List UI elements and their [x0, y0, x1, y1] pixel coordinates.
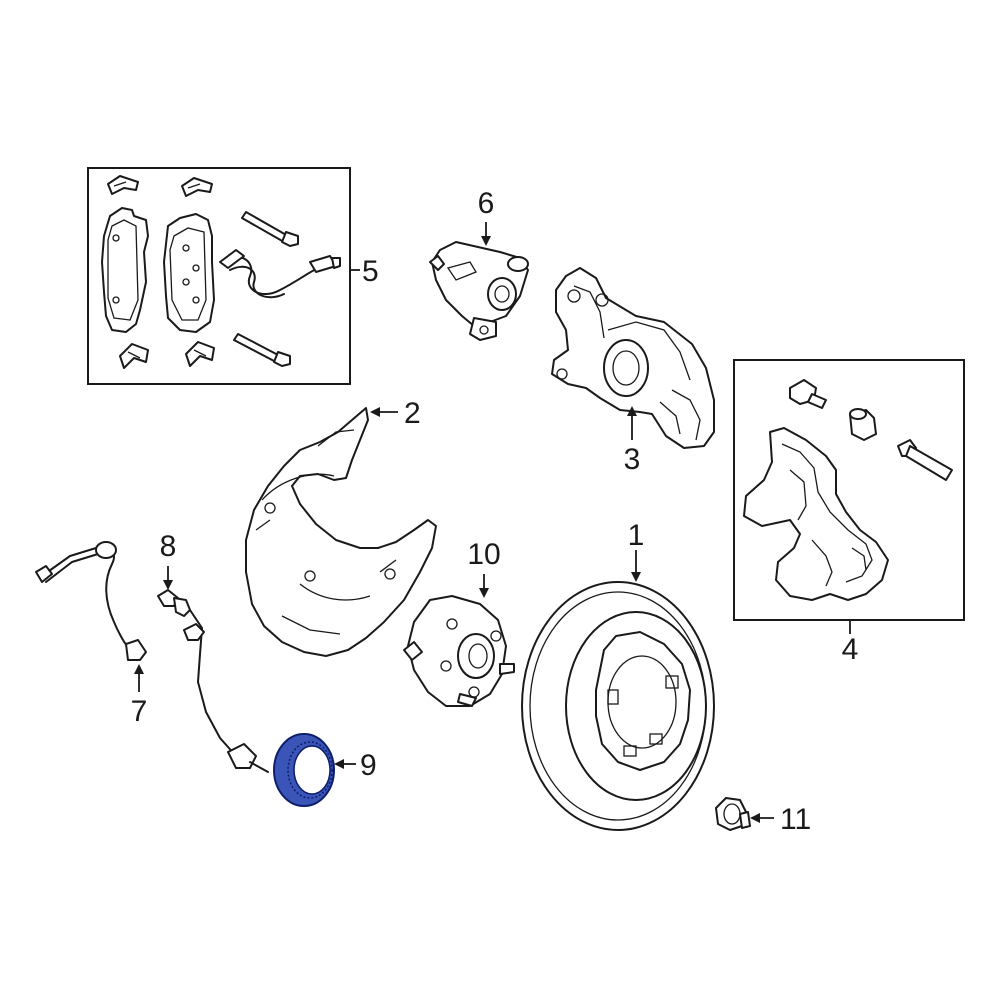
pad-clip-top-right — [181, 177, 213, 197]
pad-kit-group[interactable] — [87, 167, 351, 385]
pad-clip-bottom-left — [119, 343, 149, 369]
pad-kit-box — [87, 167, 351, 385]
callout-5: 5 — [362, 255, 379, 288]
brake-rotor[interactable] — [521, 581, 715, 831]
pad-clip-bottom-right — [185, 341, 215, 367]
wheel-speed-sensor[interactable] — [157, 589, 269, 773]
pad-clip-top-left — [107, 175, 139, 195]
bracket-bolt — [789, 379, 827, 409]
abs-sensor-harness[interactable] — [35, 541, 147, 661]
abs-tone-ring[interactable] — [273, 733, 335, 807]
callout-9: 9 — [360, 749, 377, 782]
brake-pad-left — [101, 207, 149, 333]
brake-pad-right — [163, 213, 215, 333]
callout-11: 11 — [780, 803, 811, 836]
arrow-10 — [479, 588, 489, 598]
parking-brake-motor[interactable] — [429, 241, 529, 341]
arrow-1 — [631, 572, 641, 582]
callout-8: 8 — [160, 530, 177, 563]
brake-caliper[interactable] — [551, 267, 715, 449]
arrow-7 — [134, 664, 144, 674]
guide-pin-top — [241, 211, 299, 247]
callout-1: 1 — [628, 519, 645, 552]
callout-2: 2 — [404, 397, 421, 430]
callout-3: 3 — [624, 443, 641, 476]
dust-shield[interactable] — [245, 407, 437, 657]
arrow-6 — [481, 236, 491, 246]
bracket-guide-pin — [897, 439, 953, 481]
caliper-bracket — [743, 427, 889, 601]
arrow-3 — [627, 406, 637, 416]
wear-sensor — [219, 249, 341, 299]
guide-pin-bottom — [233, 333, 291, 367]
callout-4: 4 — [842, 633, 859, 666]
arrow-8 — [163, 580, 173, 590]
arrow-2 — [370, 407, 380, 417]
caliper-bracket-box — [733, 359, 965, 621]
arrow-11 — [750, 813, 760, 823]
callout-10: 10 — [467, 538, 500, 571]
arrow-9 — [334, 759, 344, 769]
caliper-bracket-group[interactable] — [733, 359, 965, 621]
wheel-hub[interactable] — [403, 595, 515, 707]
callout-6: 6 — [478, 187, 495, 220]
bracket-bushing — [849, 408, 877, 441]
lug-nut[interactable] — [715, 797, 751, 831]
callout-7: 7 — [131, 695, 148, 728]
